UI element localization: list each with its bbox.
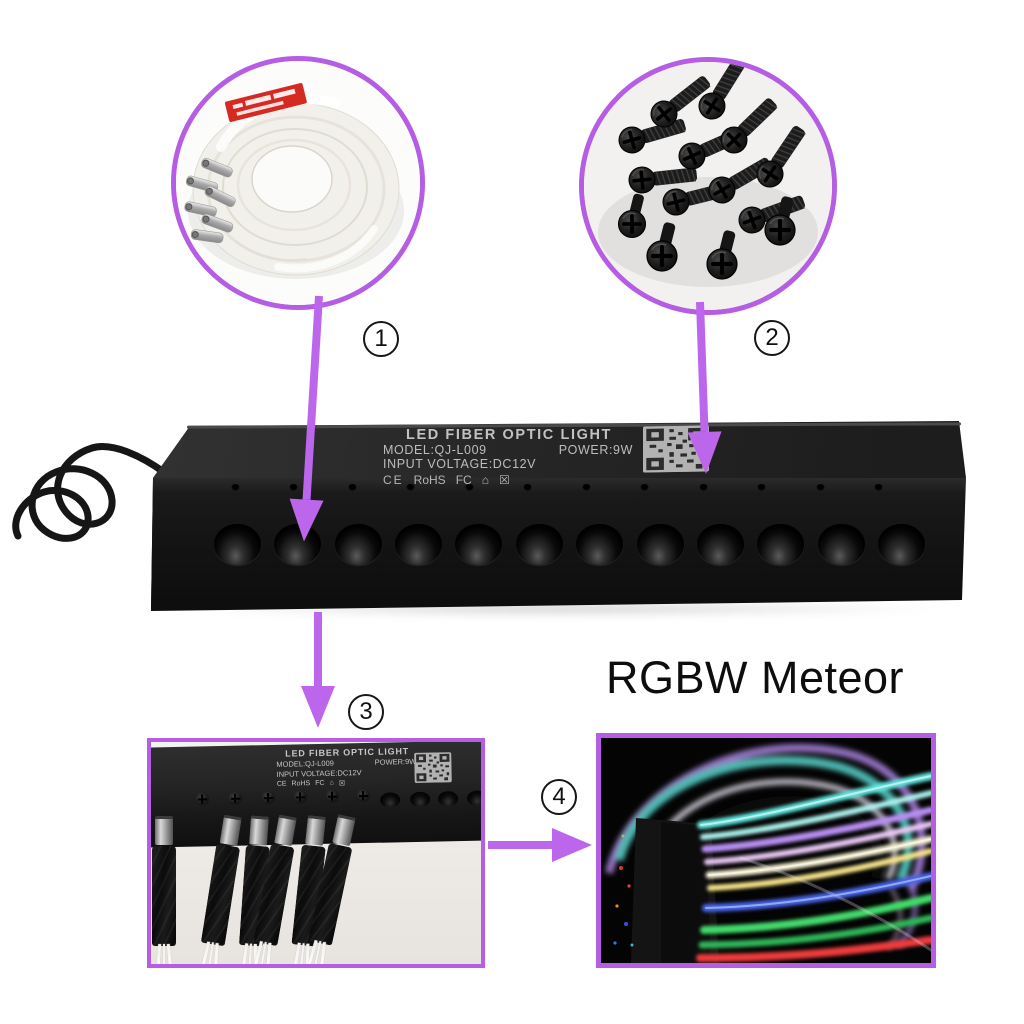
led-port: [636, 524, 684, 565]
device-voltage: INPUT VOLTAGE:DC12V: [383, 457, 537, 471]
led-port: [466, 790, 481, 806]
device-small-label: LED FIBER OPTIC LIGHT MODEL:QJ-L009 POWE…: [272, 746, 423, 789]
product-heading: RGBW Meteor: [606, 652, 905, 703]
fiber-optic-cable-coil-photo: [171, 56, 425, 310]
device-small-power: POWER:9W: [374, 756, 417, 767]
metal-connector: [155, 816, 173, 845]
led-port: [817, 524, 865, 565]
screw-head: [194, 792, 210, 806]
screw-head: [292, 790, 308, 804]
meteor-effect-illustration: [601, 738, 931, 963]
led-port: [214, 524, 261, 565]
fiber-bundle: [151, 816, 177, 964]
device-screw-holes-row: [231, 484, 883, 491]
ce-mark-icon: CE: [383, 473, 404, 487]
device-top-face: [153, 421, 966, 478]
arrow-photo3-to-photo4: [488, 828, 592, 862]
taped-bundle: [200, 843, 241, 947]
device-power: POWER:9W: [558, 443, 633, 457]
metal-connector: [248, 815, 269, 846]
device-certifications: CE RoHS FC ⌂ ☒: [373, 473, 645, 487]
screw-head: [324, 789, 340, 803]
led-port: [379, 792, 401, 808]
callout-number-3: 3: [359, 698, 373, 725]
metal-connector: [305, 815, 326, 846]
fcc-mark-icon: FC: [455, 473, 472, 487]
fiber-end-connectors: [184, 157, 236, 244]
beam-highlights: [700, 775, 931, 952]
metal-connector: [332, 814, 356, 847]
led-port: [877, 524, 925, 565]
arrow-step2-to-device: [683, 301, 723, 475]
qr-code-icon: [414, 752, 452, 783]
device-small-certifications: CE RoHS FC ⌂ ☒: [273, 777, 423, 788]
device-title: LED FIBER OPTIC LIGHT: [406, 427, 612, 443]
arrow-device-to-photo3: [301, 612, 335, 728]
white-fibers: [193, 940, 226, 964]
metal-connector: [219, 814, 242, 847]
screw-head: [260, 790, 276, 805]
metal-connector: [274, 814, 297, 847]
led-fiber-optic-light-device: LED FIBER OPTIC LIGHT MODEL:QJ-L009 POWE…: [145, 420, 966, 614]
device-label: LED FIBER OPTIC LIGHT MODEL:QJ-L009 POWE…: [373, 427, 645, 487]
callout-number-2: 2: [765, 324, 779, 351]
callout-number-1: 1: [374, 325, 388, 352]
mounting-screws-photo: [579, 57, 837, 315]
screw-head: [227, 791, 243, 805]
house-mark-icon: ⌂: [329, 779, 334, 787]
fcc-mark-icon: FC: [315, 779, 325, 787]
taped-bundle: [152, 846, 176, 946]
callout-number-4: 4: [552, 783, 566, 810]
rohs-mark: RoHS: [413, 473, 446, 487]
led-port: [437, 791, 459, 807]
callout-badge-3: 3: [348, 694, 384, 730]
led-port: [576, 524, 624, 565]
white-fibers: [151, 943, 177, 964]
led-port: [757, 524, 805, 565]
coil-label-sticker: [224, 83, 307, 122]
screws-illustration: [584, 62, 832, 310]
led-port: [696, 524, 744, 565]
ce-mark-icon: CE: [276, 780, 287, 788]
led-port: [409, 791, 431, 808]
weee-bin-icon: ☒: [498, 473, 510, 487]
led-port: [334, 524, 382, 565]
led-port: [455, 524, 503, 565]
callout-badge-4: 4: [541, 779, 577, 815]
device-with-fiber-bundles-photo: LED FIBER OPTIC LIGHT MODEL:QJ-L009 POWE…: [147, 738, 485, 968]
rohs-mark: RoHS: [291, 779, 311, 788]
weee-bin-icon: ☒: [338, 779, 346, 788]
fiber-coil-illustration: [176, 61, 420, 305]
house-mark-icon: ⌂: [481, 473, 489, 487]
led-port: [274, 524, 322, 565]
device-small-model: MODEL:QJ-L009: [276, 758, 334, 769]
rgbw-meteor-effect-photo: [596, 733, 936, 968]
callout-badge-1: 1: [363, 321, 399, 357]
device-model: MODEL:QJ-L009: [383, 443, 487, 457]
device-led-ports-row: [214, 524, 925, 565]
screw-head: [355, 788, 371, 803]
led-port: [395, 524, 443, 565]
callout-badge-2: 2: [754, 320, 790, 356]
indicator-dots: [613, 834, 634, 947]
led-port: [515, 524, 563, 565]
power-cord: [12, 443, 169, 542]
